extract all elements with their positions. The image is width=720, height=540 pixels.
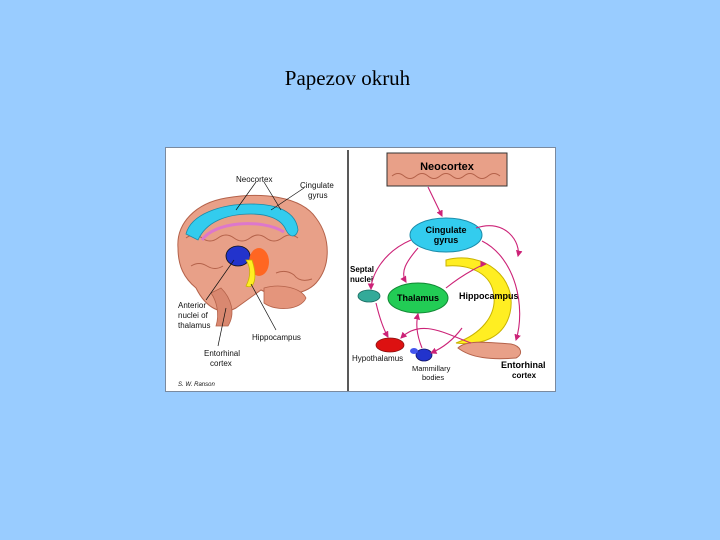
left-label-anterior-line2: nuclei of (178, 311, 209, 320)
left-label-hippocampus: Hippocampus (252, 333, 301, 342)
right-label-hypothalamus: Hypothalamus (352, 354, 403, 363)
author-signature: S. W. Ranson (178, 382, 215, 388)
hypothalamus-node (376, 338, 404, 352)
right-label-entorhinal-line1: Entorhinal (501, 360, 546, 370)
papez-circuit-figure: Neocortex Cingulate gyrus Anterior nucle… (165, 147, 556, 392)
path-mammillary-to-thalamus (417, 314, 422, 348)
mammillary-bodies-secondary (410, 348, 418, 354)
septal-nuclei-node (358, 290, 380, 302)
path-fornix-to-mammillary (431, 328, 462, 353)
right-label-septal-line1: Septal (350, 265, 374, 274)
left-label-cingulate-line1: Cingulate (300, 181, 334, 190)
left-label-cingulate-line2: gyrus (308, 191, 328, 200)
right-label-neocortex: Neocortex (420, 161, 475, 173)
right-label-mammillary-line1: Mammillary (412, 364, 451, 373)
right-label-entorhinal-line2: cortex (512, 371, 537, 380)
right-label-septal-line2: nuclei (350, 275, 373, 284)
path-cingulate-to-thalamus (404, 248, 418, 282)
anterior-thalamic-nuclei-shape (226, 246, 250, 266)
right-label-hippocampus: Hippocampus (459, 291, 519, 301)
left-label-entorhinal-line2: cortex (210, 359, 232, 368)
mammillary-bodies-node (416, 349, 432, 361)
entorhinal-cortex-node (458, 342, 521, 358)
left-label-neocortex: Neocortex (236, 175, 272, 184)
slide-title: Papezov okruh (0, 66, 695, 91)
left-label-anterior-line1: Anterior (178, 301, 206, 310)
right-label-thalamus: Thalamus (397, 293, 439, 303)
path-neocortex-to-cingulate (428, 187, 442, 216)
right-label-cingulate-line1: Cingulate (425, 225, 466, 235)
left-label-entorhinal-line1: Entorhinal (204, 349, 240, 358)
path-septal-to-hypothalamus (376, 303, 388, 337)
right-label-cingulate-line2: gyrus (434, 235, 459, 245)
papez-circuit-diagram: Neocortex Cingulate gyrus Anterior nucle… (166, 148, 557, 393)
path-cingulate-to-septal (371, 240, 411, 289)
left-label-anterior-line3: thalamus (178, 321, 210, 330)
right-label-mammillary-line2: bodies (422, 373, 444, 382)
